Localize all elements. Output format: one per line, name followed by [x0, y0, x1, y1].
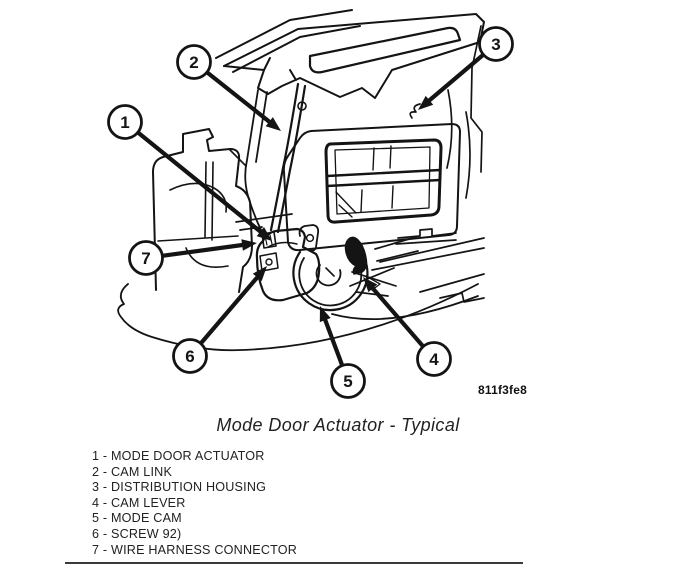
callout-arrowhead-2	[265, 117, 281, 131]
callout-arrow-2	[205, 70, 273, 126]
callout-circle-7	[128, 240, 164, 276]
cutaway-wave-art	[117, 283, 479, 352]
callout-circle-6	[172, 338, 208, 374]
cam-link-art	[229, 69, 307, 234]
vent-opening-art	[282, 123, 461, 252]
callout-arrow-4	[369, 284, 425, 348]
callout-arrowhead-6	[252, 266, 267, 282]
callout-circle-3	[478, 26, 514, 62]
housing-left-tank-art	[152, 128, 253, 293]
callout-arrow-6	[199, 273, 261, 345]
callout-number-2: 2	[189, 53, 198, 72]
callout-number-4: 4	[429, 350, 439, 369]
callout-arrowhead-5	[319, 306, 331, 323]
callout-arrow-5	[322, 316, 345, 367]
callout-arrow-1	[136, 130, 264, 236]
legend-item-4: 4 - CAM LEVER	[92, 495, 186, 510]
callout-arrow-7	[162, 242, 246, 258]
callout-number-1: 1	[120, 113, 129, 132]
callout-arrowhead-4	[363, 277, 378, 293]
callout-number-3: 3	[491, 35, 500, 54]
mode-cam-art	[292, 236, 397, 312]
figure-caption: Mode Door Actuator - Typical	[216, 415, 460, 435]
legend-item-7: 7 - WIRE HARNESS CONNECTOR	[92, 542, 298, 557]
callout-number-7: 7	[141, 249, 150, 268]
mode-door-actuator-diagram: 1 2 3 4 5 6 7	[107, 9, 514, 399]
bottom-rule	[65, 562, 523, 564]
housing-right-side-art	[409, 25, 483, 199]
legend-item-3: 3 - DISTRIBUTION HOUSING	[92, 480, 267, 495]
actuator-art	[255, 224, 321, 302]
callout-circle-5	[330, 363, 366, 399]
legend-item-2: 2 - CAM LINK	[92, 464, 173, 479]
callout-number-5: 5	[343, 372, 352, 391]
callouts-layer: 1 2 3 4 5 6 7	[107, 26, 514, 399]
callout-arrow-3	[425, 53, 485, 104]
callout-arrowhead-1	[256, 227, 272, 241]
figure-code: 811f3fe8	[478, 383, 527, 397]
callout-circle-4	[416, 341, 452, 377]
legend-item-1: 1 - MODE DOOR ACTUATOR	[92, 449, 265, 463]
callout-arrowhead-7	[241, 239, 257, 251]
callout-circle-1	[107, 104, 143, 140]
callout-number-6: 6	[185, 347, 194, 366]
housing-cover-art	[215, 9, 485, 99]
parts-legend: 1 - MODE DOOR ACTUATOR 2 - CAM LINK 3 - …	[92, 449, 297, 558]
legend-item-5: 5 - MODE CAM	[92, 511, 182, 526]
legend-item-6: 6 - SCREW 92)	[92, 526, 182, 541]
callout-circle-2	[176, 44, 212, 80]
callout-arrowhead-3	[418, 95, 434, 110]
